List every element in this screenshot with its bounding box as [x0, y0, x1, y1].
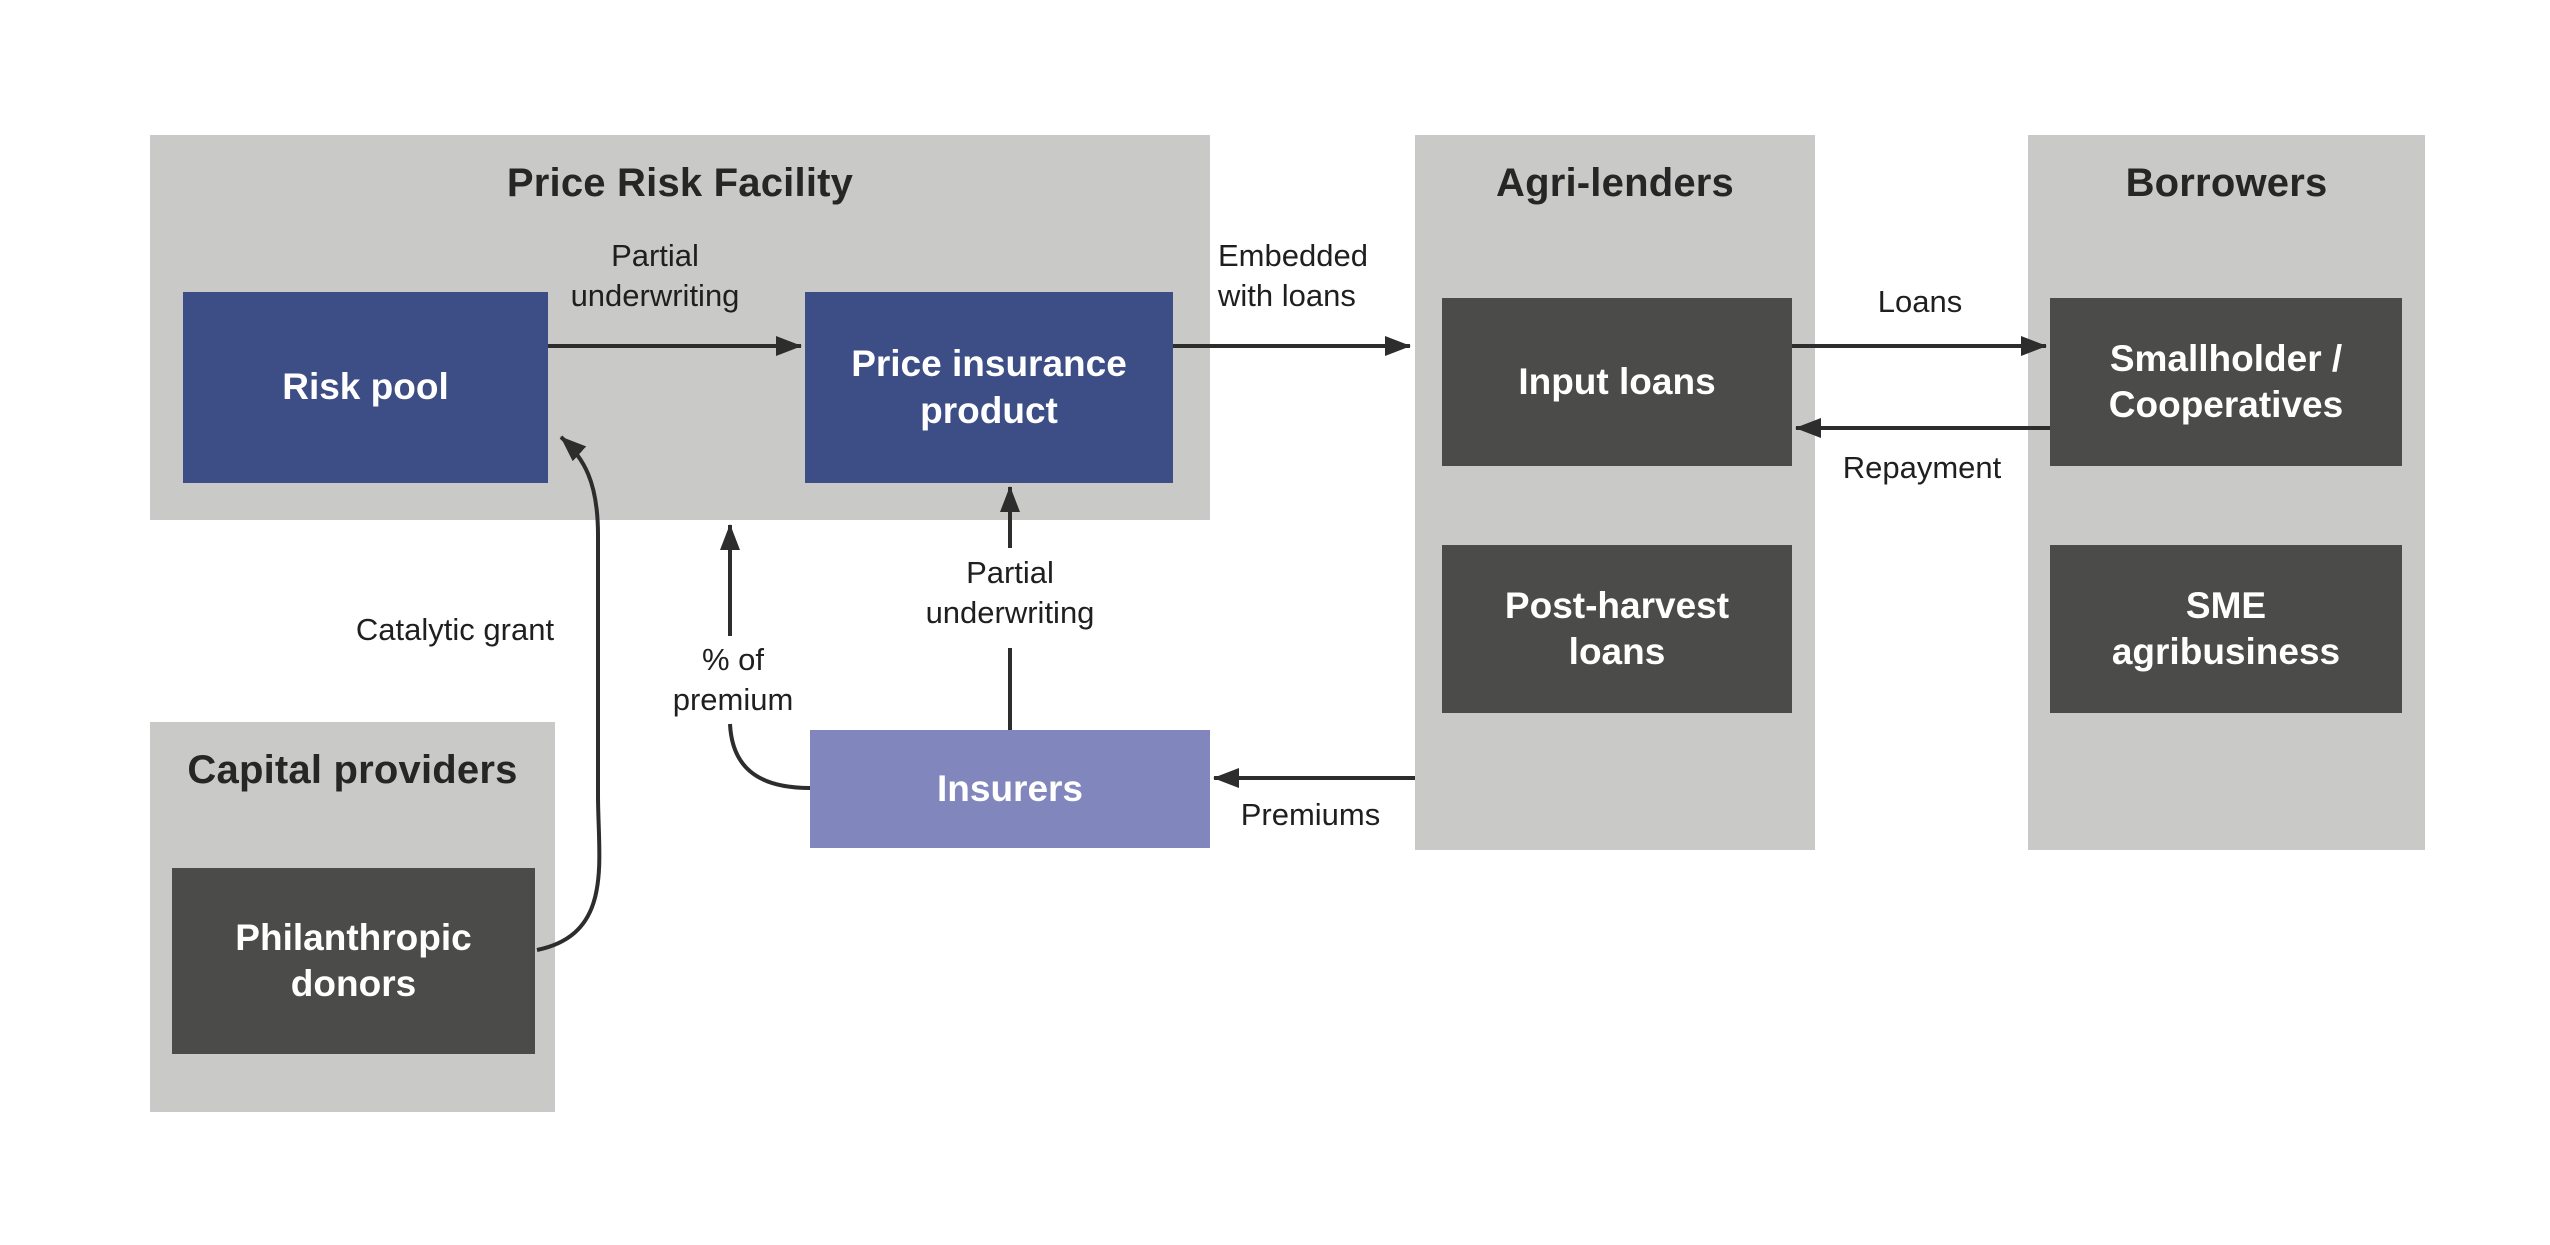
edge-label-embedded-with-loans: Embedded with loans: [1218, 238, 1368, 313]
node-sme-agribusiness-label: SME agribusiness: [2111, 584, 2341, 672]
node-philanthropic-donors: Philanthropic donors: [172, 868, 535, 1054]
node-insurers-label: Insurers: [936, 767, 1083, 809]
edge-label-partial-underwriting-top: Partial underwriting: [570, 238, 740, 313]
edge-label-repayment: Repayment: [1842, 450, 2002, 485]
group-title-agri-lenders: Agri-lenders: [1495, 161, 1734, 205]
edge-label-pct-of-premium: % of premium: [672, 642, 794, 717]
group-title-capital-providers: Capital providers: [187, 748, 518, 792]
node-risk-pool-label: Risk pool: [282, 366, 449, 408]
node-input-loans-label: Input loans: [1518, 360, 1716, 402]
edge-label-catalytic-grant: Catalytic grant: [355, 612, 555, 647]
group-title-borrowers: Borrowers: [2125, 161, 2328, 205]
node-price-insurance-product: Price insurance product: [805, 292, 1173, 483]
edge-label-premiums: Premiums: [1240, 797, 1381, 832]
node-post-harvest-loans: Post-harvest loans: [1442, 545, 1792, 713]
node-insurers: Insurers: [810, 730, 1210, 848]
edge-label-partial-underwriting-bottom: Partial underwriting: [925, 555, 1095, 630]
node-smallholder-cooperatives: Smallholder / Cooperatives: [2050, 298, 2402, 466]
group-agri-lenders: Agri-lenders: [1415, 135, 1815, 850]
node-sme-agribusiness: SME agribusiness: [2050, 545, 2402, 713]
node-post-harvest-loans-label: Post-harvest loans: [1504, 584, 1730, 672]
node-input-loans: Input loans: [1442, 298, 1792, 466]
group-borrowers: Borrowers: [2028, 135, 2425, 850]
node-smallholder-cooperatives-label: Smallholder / Cooperatives: [2108, 337, 2344, 425]
node-risk-pool: Risk pool: [183, 292, 548, 483]
arrow-pct-of-premium-segment: [728, 723, 811, 790]
edge-label-loans: Loans: [1877, 284, 1963, 319]
group-title-price-risk-facility: Price Risk Facility: [506, 161, 854, 205]
node-price-insurance-product-label: Price insurance product: [851, 343, 1127, 431]
node-philanthropic-donors-label: Philanthropic donors: [235, 916, 472, 1004]
